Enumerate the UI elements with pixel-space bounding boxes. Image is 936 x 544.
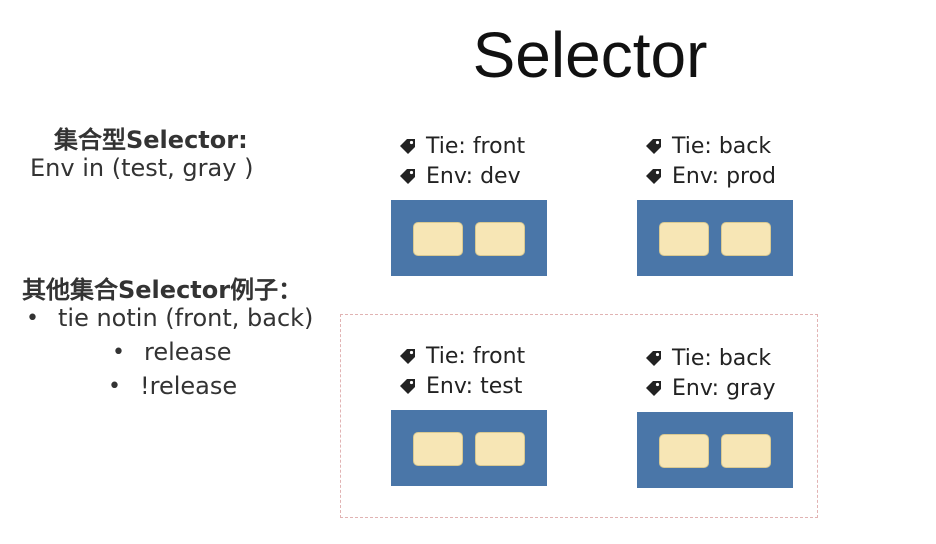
other-examples-heading: 其他集合Selector例子： [22, 276, 303, 304]
example-release: release [144, 338, 232, 366]
group-2-tie-label: Tie: back [644, 134, 771, 159]
tag-icon [400, 138, 415, 154]
group-4-env-label: Env: gray [644, 376, 776, 401]
bullet-marker: • [112, 340, 125, 365]
tag-icon [646, 138, 661, 154]
pod-box [475, 432, 525, 466]
set-selector-heading: 集合型Selector: [54, 126, 248, 154]
example-notin: tie notin (front, back) [58, 304, 314, 332]
group-1-tie-label: Tie: front [398, 134, 525, 159]
pod-box [659, 434, 709, 468]
pod-box [721, 222, 771, 256]
node-box [637, 200, 793, 276]
tag-icon [400, 168, 415, 184]
group-3-env-label: Env: test [398, 374, 522, 399]
env-label-text: Env: gray [672, 376, 776, 401]
pod-box [413, 432, 463, 466]
page-title: Selector [472, 19, 708, 91]
tag-icon [646, 380, 661, 396]
tie-label-text: Tie: front [426, 134, 526, 159]
node-box [391, 200, 547, 276]
set-selector-expression: Env in (test, gray ) [30, 154, 254, 182]
env-label-text: Env: dev [426, 164, 521, 189]
example-not-release: !release [140, 372, 238, 400]
group-4-tie-label: Tie: back [644, 346, 771, 371]
node-box [637, 412, 793, 488]
pod-box [721, 434, 771, 468]
pod-box [413, 222, 463, 256]
tag-icon [400, 348, 415, 364]
env-label-text: Env: prod [672, 164, 777, 189]
selection-boundary [340, 314, 818, 518]
tag-icon [646, 350, 661, 366]
pod-box [659, 222, 709, 256]
tag-icon [646, 168, 661, 184]
bullet-marker: • [26, 306, 39, 331]
group-2-env-label: Env: prod [644, 164, 776, 189]
tie-label-text: Tie: back [672, 134, 772, 159]
pod-box [475, 222, 525, 256]
tag-icon [400, 378, 415, 394]
env-label-text: Env: test [426, 374, 523, 399]
group-1-env-label: Env: dev [398, 164, 521, 189]
bullet-marker: • [108, 374, 121, 399]
tie-label-text: Tie: front [426, 344, 526, 369]
node-box [391, 410, 547, 486]
group-3-tie-label: Tie: front [398, 344, 525, 369]
tie-label-text: Tie: back [672, 346, 772, 371]
